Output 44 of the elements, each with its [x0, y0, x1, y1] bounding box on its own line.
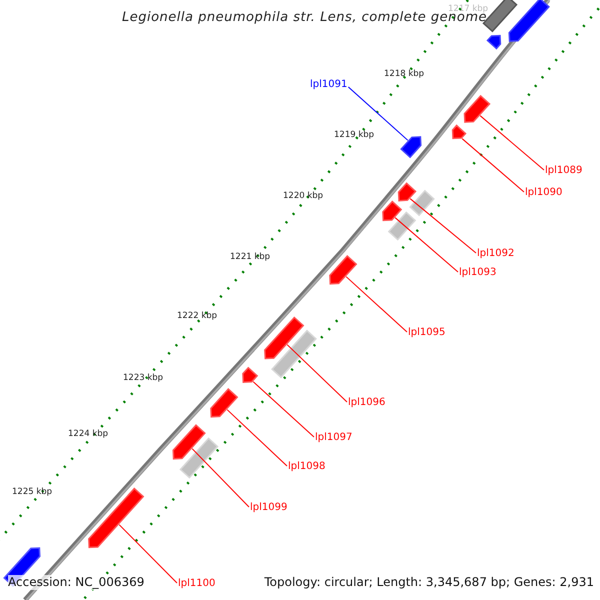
scale-label: 1225 kbp	[12, 486, 52, 498]
leader-line	[346, 276, 408, 332]
gene-label: lpl1096	[348, 397, 386, 409]
leader-line	[462, 138, 524, 192]
gene-feature	[264, 316, 304, 360]
leader-line	[226, 409, 288, 466]
gene-feature	[400, 136, 422, 158]
leader-line	[394, 217, 458, 272]
leader-line	[252, 381, 314, 438]
gene-feature	[210, 388, 238, 418]
gene-label: lpl1097	[315, 432, 352, 444]
scale-label: 1219 kbp	[334, 129, 374, 141]
scale-label: 1221 kbp	[230, 251, 270, 263]
scale-label: 1217 kbp	[448, 3, 488, 14]
leader-line	[286, 344, 348, 402]
gene-feature	[88, 488, 144, 548]
gene-feature	[464, 94, 491, 123]
gene-feature	[398, 182, 417, 202]
leader-line	[192, 448, 250, 508]
genome-info-text: Topology: circular; Length: 3,345,687 bp; Genes: 2,931	[264, 575, 594, 590]
gene-feature	[242, 366, 258, 383]
gene-feature	[452, 124, 467, 140]
gene-feature	[329, 255, 358, 285]
gene-label: lpl1098	[288, 461, 326, 473]
gene-label: lpl1093	[459, 267, 496, 279]
scale-label: 1224 kbp	[68, 428, 108, 440]
leader-line	[480, 115, 544, 170]
scale-label: 1220 kbp	[283, 190, 324, 202]
gene-feature	[172, 424, 206, 460]
gene-label: lpl1099	[250, 502, 288, 514]
gene-label: lpl1092	[477, 248, 514, 260]
gene-feature	[382, 200, 402, 222]
accession-text: Accession: NC_006369	[8, 575, 144, 590]
scale-label: 1222 kbp	[177, 310, 218, 322]
gene-label: lpl1100	[178, 578, 216, 590]
gene-label: lpl1090	[525, 187, 562, 199]
gene-label: lpl1091	[310, 79, 348, 91]
gene-label: lpl1089	[545, 165, 582, 177]
gene-label: lpl1095	[408, 327, 446, 339]
leader-line	[348, 86, 408, 141]
leader-line	[410, 198, 476, 254]
scale-label: 1223 kbp	[123, 372, 164, 384]
leader-line	[118, 524, 178, 584]
scale-label: 1218 kbp	[384, 68, 424, 80]
